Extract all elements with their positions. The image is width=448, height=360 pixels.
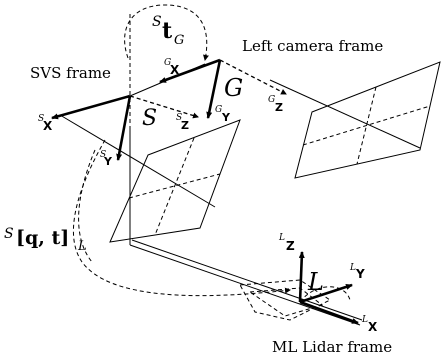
pose-body: [q, t] — [16, 227, 69, 249]
lidar-z-label: Z — [286, 239, 295, 253]
lidar-y-sup: L — [349, 263, 356, 273]
camera-x-label: X — [170, 63, 180, 77]
svs-y-label: Y — [103, 155, 113, 168]
camera-z-axis — [219, 59, 287, 95]
camera-image-plane — [294, 61, 441, 179]
camera-plane-center-v — [356, 86, 377, 165]
pose-arrow — [73, 139, 291, 297]
svs-y-axis — [116, 95, 132, 161]
svs-x-axis — [51, 94, 131, 120]
camera-plane-center-h — [302, 105, 431, 146]
pose-arrow-inner — [78, 149, 96, 263]
svs-z-axis — [129, 95, 199, 119]
camera-x-axis — [159, 58, 221, 84]
lidar-x-axis — [299, 300, 359, 325]
svs-z-label: Z — [181, 119, 189, 132]
svs-plane-center-v — [154, 137, 195, 236]
camera-y-sup: G — [215, 105, 222, 115]
translation-sub: G — [174, 33, 184, 48]
camera-y-axis — [206, 59, 222, 119]
pose-sup: S — [4, 226, 14, 242]
svs-x-sup: S — [38, 114, 44, 124]
svs-x-label: X — [43, 119, 53, 133]
translation-symbol: t — [162, 18, 173, 44]
camera-x-sup: G — [164, 58, 171, 68]
lidar-frame-symbol: L — [307, 268, 324, 296]
svs-y-sup: S — [100, 150, 106, 160]
lidar-z-axis — [298, 251, 305, 303]
translation-sup: S — [152, 14, 162, 30]
left-camera-frame-label: Left camera frame — [242, 37, 383, 55]
camera-z-label: Z — [275, 101, 283, 114]
camera-frame-symbol: G — [224, 74, 243, 102]
svs-plane-center-h — [128, 173, 221, 199]
translation-arrow — [124, 4, 209, 61]
svs-frame-label: SVS frame — [30, 64, 111, 82]
svs-z-sup: S — [176, 113, 182, 123]
baseline — [129, 244, 361, 326]
lidar-body-inner — [248, 287, 324, 317]
lidar-z-sup: L — [278, 233, 285, 243]
lidar-y-axis — [299, 283, 353, 304]
baseline-2 — [131, 239, 363, 321]
svs-frame-symbol: S — [142, 106, 157, 131]
lidar-x-label: X — [368, 320, 378, 334]
camera-y-label: Y — [221, 111, 231, 124]
camera-z-sup: G — [268, 95, 275, 105]
lidar-y-label: Y — [355, 267, 365, 281]
pose-sub: L — [77, 239, 87, 254]
svs-optical-axis — [59, 114, 216, 208]
camera-optical-axis — [269, 79, 421, 149]
lidar-x-sup: L — [361, 315, 368, 325]
ml-lidar-frame-label: ML Lidar frame — [272, 338, 392, 356]
lidar-body-outline — [239, 279, 331, 321]
svs-image-plane — [109, 119, 241, 243]
